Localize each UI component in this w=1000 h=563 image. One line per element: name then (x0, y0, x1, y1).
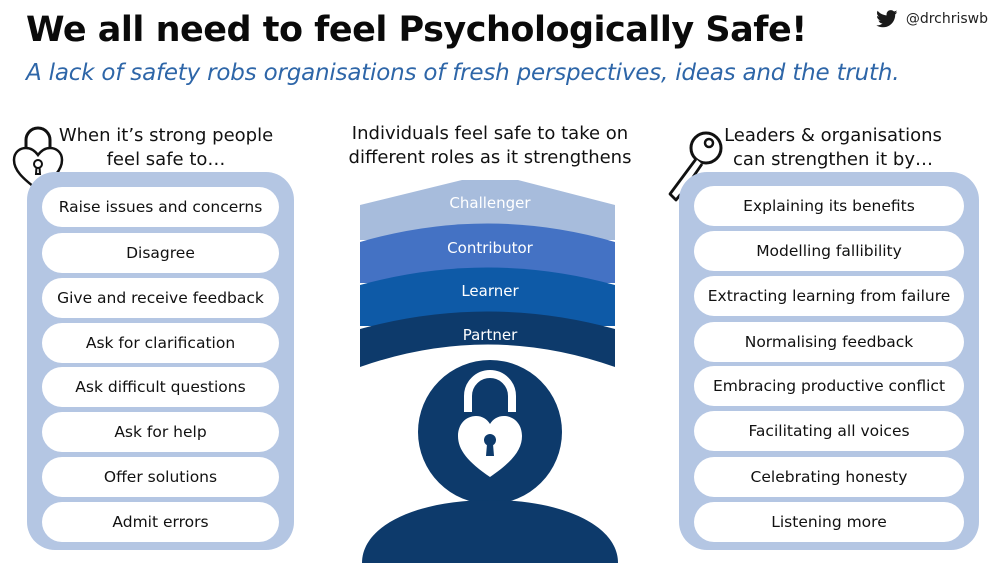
heart-padlock-icon (458, 370, 522, 477)
left-heading-line: When it’s strong people (58, 125, 274, 146)
right-item: Normalising feedback (694, 322, 964, 362)
right-item: Explaining its benefits (694, 186, 964, 226)
left-item: Give and receive feedback (42, 278, 279, 318)
right-item: Celebrating honesty (694, 457, 964, 497)
left-item: Ask for help (42, 412, 279, 452)
left-heading: When it’s strong people feel safe to… (56, 124, 276, 172)
right-item: Extracting learning from failure (694, 276, 964, 316)
tier-challenger (360, 180, 615, 240)
tier-contributor-label: Contributor (447, 239, 533, 257)
left-item: Disagree (42, 233, 279, 273)
right-item: Embracing productive conflict (694, 366, 964, 406)
right-item: Facilitating all voices (694, 411, 964, 451)
center-heading-line: Individuals feel safe to take on (351, 123, 629, 144)
right-item: Listening more (694, 502, 964, 542)
tier-challenger-label: Challenger (449, 194, 531, 212)
left-item: Raise issues and concerns (42, 187, 279, 227)
right-heading-line: Leaders & organisations (724, 125, 942, 146)
left-item: Admit errors (42, 502, 279, 542)
right-item: Modelling fallibility (694, 231, 964, 271)
tier-partner (360, 311, 615, 367)
person-shoulders (362, 500, 618, 563)
right-heading-line: can strengthen it by… (733, 149, 933, 170)
left-heading-line: feel safe to… (106, 149, 226, 170)
twitter-handle[interactable]: @drchriswb (876, 10, 988, 28)
tier-learner-label: Learner (461, 282, 519, 300)
page-title: We all need to feel Psychologically Safe… (26, 10, 807, 50)
right-heading: Leaders & organisations can strengthen i… (718, 124, 948, 172)
left-item: Offer solutions (42, 457, 279, 497)
page-subtitle: A lack of safety robs organisations of f… (26, 60, 900, 86)
tier-contributor (360, 223, 615, 283)
left-item: Ask for clarification (42, 323, 279, 363)
tier-partner-label: Partner (463, 326, 518, 344)
center-heading-line: different roles as it strengthens (348, 147, 632, 168)
center-heading: Individuals feel safe to take on differe… (335, 122, 645, 170)
left-item: Ask difficult questions (42, 367, 279, 407)
twitter-bird-icon (876, 10, 898, 28)
handle-text: @drchriswb (905, 11, 988, 27)
tier-learner (360, 267, 615, 326)
